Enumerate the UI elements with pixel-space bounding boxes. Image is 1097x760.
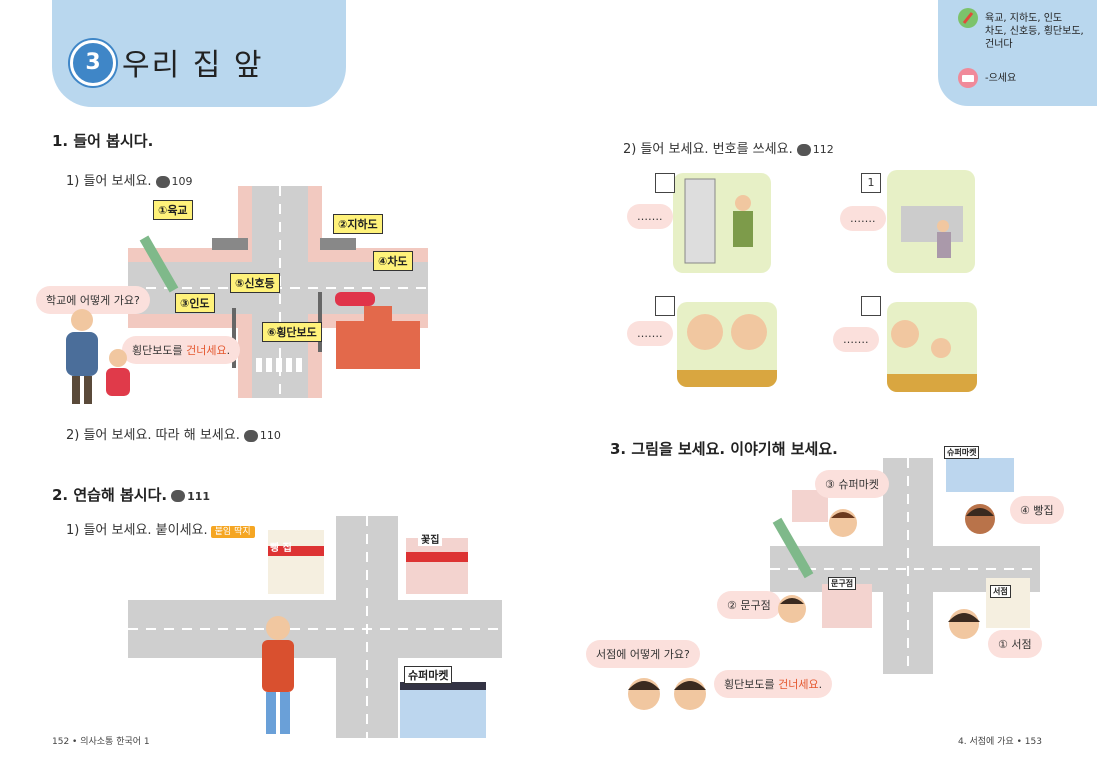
supermarket-sign: 슈퍼마켓: [404, 666, 453, 684]
two-kids-illustration: [624, 672, 714, 720]
section2-title-text: 2. 연습해 봅시다.: [52, 486, 168, 504]
answer-highlight: 건너세요: [778, 678, 819, 691]
lesson-title: 우리 집 앞: [122, 48, 264, 83]
ellipsis-bubble-2: …….: [840, 206, 886, 231]
right-q2: 2) 들어 보세요. 번호를 쓰세요. 112: [623, 138, 834, 157]
audio-track-icon[interactable]: [171, 489, 186, 502]
grammar-icon: [958, 68, 978, 88]
answer-highlight: 건너세요: [186, 344, 227, 357]
track-number: 110: [259, 429, 281, 442]
answer-box-4[interactable]: [861, 296, 881, 316]
ellipsis-bubble-4: …….: [833, 327, 879, 352]
section1-title: 1. 들어 봅시다.: [52, 132, 154, 150]
track-number: 109: [171, 175, 193, 188]
audio-track-icon[interactable]: [796, 143, 811, 156]
section2-q1-label: 1) 들어 보세요. 붙이세요.: [66, 523, 208, 538]
street-scene-3-illustration: [770, 458, 1040, 674]
vocab-words: 육교, 지하도, 인도 차도, 신호등, 횡단보도, 건너다: [985, 12, 1084, 51]
sticker-badge: 붙임 딱지: [210, 526, 255, 538]
grandfather-and-child-illustration: [60, 306, 140, 408]
audio-track-icon[interactable]: [155, 175, 170, 188]
tag-signal: ⑤신호등: [230, 273, 280, 293]
vocab-line: 육교, 지하도, 인도: [985, 13, 1063, 24]
face-girl-2: [944, 606, 984, 648]
sign-bookstore: 서점: [990, 585, 1011, 598]
picture-3: [677, 302, 777, 387]
label-supermarket: ③ 슈퍼마켓: [815, 470, 889, 498]
label-bakery: ④ 빵집: [1010, 496, 1064, 524]
sign-supermarket: 슈퍼마켓: [944, 446, 980, 459]
section1-q2-label: 2) 들어 보세요. 따라 해 보세요.: [66, 428, 240, 443]
label-stationery: ② 문구점: [717, 591, 781, 619]
right-q2-label: 2) 들어 보세요. 번호를 쓰세요.: [623, 142, 793, 157]
answer-box-1[interactable]: [655, 173, 675, 193]
street-scene-2: [128, 516, 502, 738]
tag-roadway: ④차도: [373, 251, 413, 271]
sign-stationery: 문구점: [828, 577, 857, 590]
audio-track-icon[interactable]: [243, 429, 258, 442]
section3-title: 3. 그림을 보세요. 이야기해 보세요.: [610, 440, 838, 458]
picture-2: [887, 170, 975, 273]
speech-bubble-question-3: 서점에 어떻게 가요?: [586, 640, 700, 668]
section1-q2: 2) 들어 보세요. 따라 해 보세요. 110: [66, 424, 281, 443]
pencil-icon: [958, 8, 978, 28]
flower-shop-sign: 꽃집: [418, 531, 443, 546]
vocab-line: 건너다: [985, 39, 1013, 50]
footer-right: 4. 서점에 가요 • 153: [958, 737, 1042, 747]
speech-bubble-answer-1: 횡단보도를 건너세요.: [122, 336, 241, 364]
tag-crosswalk: ⑥횡단보도: [262, 322, 322, 342]
face-boy-1: [828, 508, 858, 542]
lesson-number-badge: 3: [70, 40, 116, 86]
ellipsis-bubble-3: …….: [627, 321, 673, 346]
picture-1: [673, 173, 771, 273]
grammar-pattern: -으세요: [985, 73, 1017, 84]
answer-period: .: [818, 678, 823, 691]
face-girl-1: [964, 502, 996, 540]
answer-box-3[interactable]: [655, 296, 675, 316]
vocab-line: 차도, 신호등, 횡단보도,: [985, 26, 1084, 37]
answer-text: 횡단보도를: [132, 344, 187, 357]
ellipsis-bubble-1: …….: [627, 204, 673, 229]
answer-period: .: [226, 344, 231, 357]
section1-q1-label: 1) 들어 보세요.: [66, 174, 152, 189]
bakery-sign: 빵 집: [270, 543, 292, 554]
tag-sidewalk: ③인도: [175, 293, 215, 313]
tag-underpass: ②지하도: [333, 214, 383, 234]
speech-bubble-answer-3: 횡단보도를 건너세요.: [714, 670, 833, 698]
street-scene-3: [770, 458, 1040, 674]
speech-bubble-question-1: 학교에 어떻게 가요?: [36, 286, 150, 314]
answer-text: 횡단보도를: [724, 678, 779, 691]
answer-box-2[interactable]: 1: [861, 173, 881, 193]
footer-left: 152 • 의사소통 한국어 1: [52, 737, 150, 747]
track-number: 111: [187, 490, 211, 503]
section2-q1: 1) 들어 보세요. 붙이세요.붙임 딱지: [66, 519, 255, 538]
section1-q1: 1) 들어 보세요. 109: [66, 170, 193, 189]
street-scene-2-illustration: [128, 516, 502, 738]
picture-4: [887, 302, 977, 392]
tag-overpass: ①육교: [153, 200, 193, 220]
face-boy-2: [777, 594, 807, 628]
track-number: 112: [812, 143, 834, 156]
label-bookstore: ① 서점: [988, 630, 1042, 658]
section2-title: 2. 연습해 봅시다. 111: [52, 484, 210, 505]
